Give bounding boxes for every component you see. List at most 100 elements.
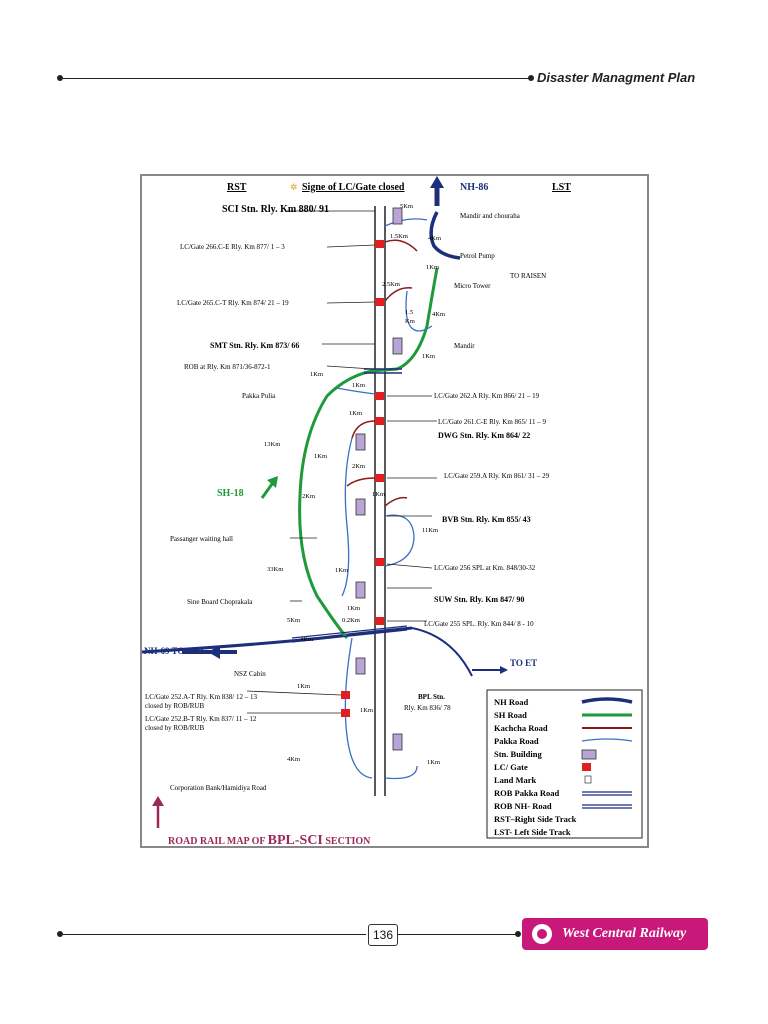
svg-text:1Km: 1Km	[310, 371, 323, 378]
lc-gate-252a	[341, 691, 350, 699]
pakka-road-3	[336, 387, 376, 395]
label-lc261: LC/Gate 261.C-E Rly. Km 865/ 11 – 9	[438, 418, 546, 426]
label-lc259: LC/Gate 259.A Rly. Km 861/ 31 – 29	[444, 472, 550, 480]
legend-kachcha: Kachcha Road	[494, 723, 548, 733]
pakka-road-7	[384, 765, 418, 780]
stn-bpl	[392, 733, 403, 751]
label-closed1: closed by ROB/RUB	[145, 702, 204, 710]
pakka-road-1	[384, 218, 428, 227]
distance-labels: 5Km 1.5Km 4Km 1Km 2.5Km 1.5 Km 4Km 1Km 1…	[264, 203, 445, 766]
label-lc265: LC/Gate 265.C-T Rly. Km 874/ 21 – 19	[177, 299, 289, 307]
svg-text:4Km: 4Km	[287, 756, 300, 763]
label-nsz: NSZ Cabin	[234, 670, 266, 678]
pakka-road-2	[405, 290, 433, 332]
sh18-arrow-shaft	[260, 483, 274, 499]
legend-lc-swatch	[582, 763, 591, 771]
kachcha-road-5	[384, 496, 408, 507]
label-micro: Micro Tower	[454, 282, 491, 290]
pakka-road-6	[344, 637, 373, 779]
label-lc255: LC/Gate 255 SPL. Rly. Km 844/ 8 - 10	[424, 620, 534, 628]
lc-gate-265	[375, 298, 384, 306]
page-number: 136	[368, 924, 398, 946]
railway-logo-icon	[532, 924, 552, 944]
svg-text:1Km: 1Km	[372, 491, 385, 498]
stn-dwg	[355, 433, 366, 451]
pakka-road-5	[341, 437, 353, 597]
legend-rob-pakka: ROB Pakka Road	[494, 788, 559, 798]
nh86-label: NH-86	[460, 182, 488, 193]
lc-gate-261	[375, 417, 384, 425]
svg-text:11Km: 11Km	[422, 527, 438, 534]
north-arrow-head	[152, 796, 164, 806]
map-title: ROAD RAIL MAP OF BPL-SCI SECTION	[168, 833, 371, 846]
kachcha-road-4	[346, 477, 376, 487]
svg-text:1Km: 1Km	[427, 759, 440, 766]
svg-text:1Km: 1Km	[422, 353, 435, 360]
svg-text:4Km: 4Km	[432, 311, 445, 318]
svg-text:2Km: 2Km	[302, 493, 315, 500]
pointer-lines	[246, 210, 437, 714]
org-name: West Central Railway	[562, 926, 687, 941]
label-sh18: SH-18	[217, 488, 244, 499]
label-lc252b: LC/Gate 252.B-T Rly. Km 837/ 11 – 12	[145, 715, 257, 723]
to-et-road	[411, 627, 473, 677]
nh86-road	[429, 211, 461, 260]
nh69-road	[142, 626, 413, 654]
svg-text:1Km: 1Km	[426, 264, 439, 271]
svg-text:1Km: 1Km	[349, 410, 362, 417]
legend-nh: NH Road	[494, 697, 529, 707]
svg-text:2.5Km: 2.5Km	[382, 281, 400, 288]
lc-gate-266	[375, 240, 384, 248]
legend-labels: NH Road SH Road Kachcha Road Pakka Road …	[494, 697, 577, 837]
label-bpl-km: Rly. Km 836/ 78	[404, 704, 451, 712]
svg-text:1.5: 1.5	[405, 309, 413, 316]
label-lc252a: LC/Gate 252.A-T Rly. Km 838/ 12 – 13	[145, 693, 257, 701]
label-petrol: Petrol Pump	[460, 252, 495, 260]
svg-text:1Km: 1Km	[360, 707, 373, 714]
header-rule-dot-right	[528, 75, 534, 81]
svg-text:4Km: 4Km	[428, 235, 441, 242]
label-pakka-pulia: Pakka Pulia	[242, 392, 276, 400]
legend-stn: Stn. Building	[494, 749, 542, 759]
svg-text:Km: Km	[405, 318, 415, 325]
signe-label: Signe of LC/Gate closed	[302, 182, 405, 193]
stn-sci	[392, 207, 403, 225]
label-to-raisen: TO RAISEN	[510, 272, 546, 280]
label-bvb: BVB Stn. Rly. Km 855/ 43	[442, 515, 531, 524]
org-badge: West Central Railway	[522, 918, 708, 950]
legend-rst: RST–Right Side Track	[494, 814, 577, 824]
footer-rule-dot-right	[515, 931, 521, 937]
lc-gate-262	[375, 392, 384, 400]
svg-text:4Km: 4Km	[300, 636, 313, 643]
label-lc256: LC/Gate 256 SPL at Km. 848/30-32	[434, 564, 536, 572]
svg-text:1Km: 1Km	[297, 683, 310, 690]
svg-text:1Km: 1Km	[347, 605, 360, 612]
rst-label: RST	[227, 182, 247, 193]
header-rule	[60, 78, 530, 79]
stn-bvb	[355, 498, 366, 516]
kachcha-road-2	[384, 287, 413, 302]
svg-text:5Km: 5Km	[400, 203, 413, 210]
sh18-arrow-head	[267, 476, 278, 488]
nh86-arrow-head	[430, 176, 444, 188]
legend-sh: SH Road	[494, 710, 527, 720]
lst-label: LST	[552, 182, 571, 193]
label-smt: SMT Stn. Rly. Km 873/ 66	[210, 341, 299, 350]
label-mandir-chouraha: Mandir and chouraha	[460, 212, 521, 220]
label-sine: Sine Board Choprakala	[187, 598, 253, 606]
stn-suw	[355, 581, 366, 599]
sh18-road	[298, 267, 439, 639]
svg-text:1Km: 1Km	[352, 382, 365, 389]
label-mandir: Mandir	[454, 342, 475, 350]
svg-text:33Km: 33Km	[267, 566, 283, 573]
footer-rule-left	[60, 934, 366, 935]
label-suw: SUW Stn. Rly. Km 847/ 90	[434, 595, 524, 604]
svg-text:5Km: 5Km	[287, 617, 300, 624]
label-dwg: DWG Stn. Rly. Km 864/ 22	[438, 431, 530, 440]
svg-text:0.2Km: 0.2Km	[342, 617, 360, 624]
label-corp: Corporation Bank/Hamidiya Road	[170, 784, 267, 792]
lc-gate-255	[375, 617, 384, 625]
svg-text:1Km: 1Km	[314, 453, 327, 460]
label-sci: SCI Stn. Rly. Km 880/ 91	[222, 204, 329, 215]
lc-gate-259	[375, 474, 384, 482]
